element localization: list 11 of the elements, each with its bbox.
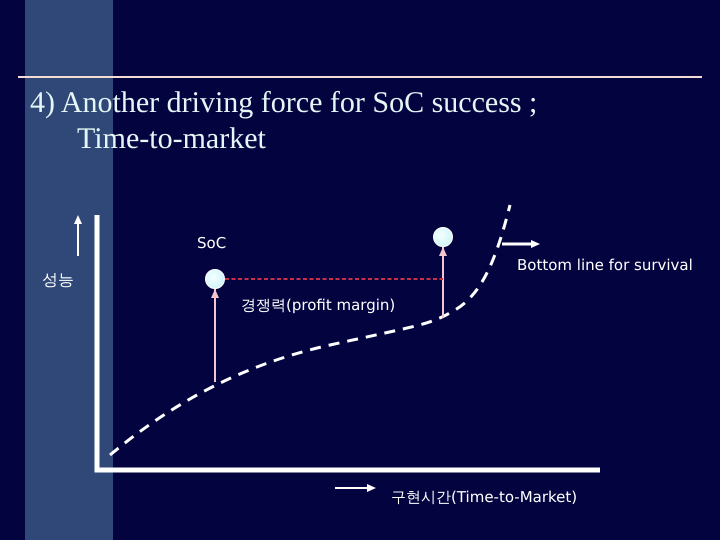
arrow: [211, 289, 219, 382]
axis-label: 구현시간(Time-to-Market): [391, 488, 578, 506]
note-label: Bottom line for survival: [517, 256, 693, 274]
axis-label: 성능: [42, 270, 74, 290]
guide-line: [225, 278, 443, 280]
dot-icon: [205, 269, 225, 289]
slide-title: 4) Another driving force for SoC success ; Time-to-market: [30, 85, 538, 157]
dot-icon: [433, 227, 453, 247]
arrow: [439, 247, 447, 318]
annotation-label: 경쟁력(profit margin): [241, 296, 396, 314]
dot-label: SoC: [197, 234, 226, 252]
